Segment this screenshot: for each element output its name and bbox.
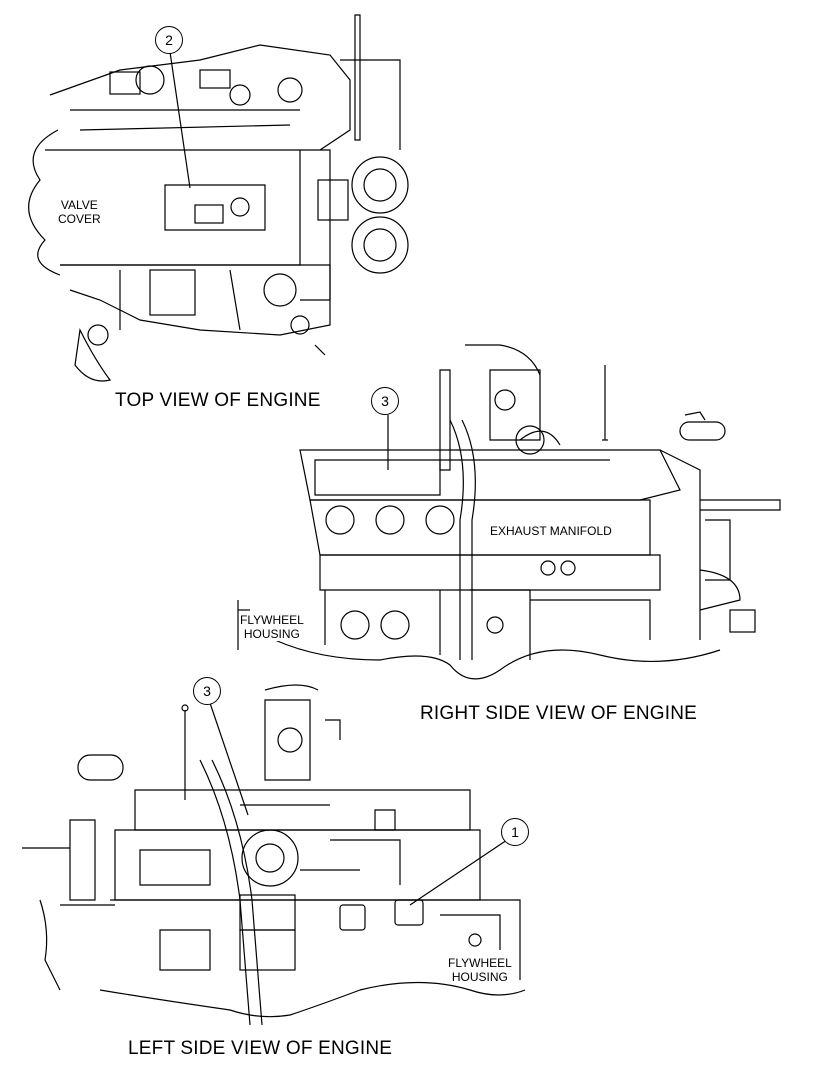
flywheel-housing-right-line-2: HOUSING: [243, 627, 300, 641]
top-view-drawing: [28, 14, 409, 382]
flywheel-housing-left-label: FLYWHEEL HOUSING: [448, 956, 512, 984]
left-view-drawing: [22, 684, 526, 1026]
callout-3-left-leader: [209, 702, 249, 816]
callout-1-leader: [409, 839, 508, 906]
exhaust-manifold-label: EXHAUST MANIFOLD: [488, 524, 614, 538]
valve-cover-line-1: VALVE: [60, 198, 98, 212]
left-view-caption: LEFT SIDE VIEW OF ENGINE: [128, 1038, 393, 1059]
callout-3-left: 3: [193, 677, 221, 705]
flywheel-housing-right-label: FLYWHEEL HOUSING: [240, 613, 304, 641]
callout-1: 1: [501, 818, 529, 846]
right-view-drawing: [237, 344, 781, 680]
top-view-caption: TOP VIEW OF ENGINE: [115, 390, 321, 411]
flywheel-housing-left-line-1: FLYWHEEL: [448, 956, 512, 970]
callout-2: 2: [155, 26, 183, 54]
callout-3-right: 3: [371, 387, 399, 415]
callout-2-leader: [169, 51, 191, 189]
flywheel-housing-left-line-2: HOUSING: [451, 970, 508, 984]
flywheel-housing-right-line-1: FLYWHEEL: [240, 613, 304, 627]
right-view-caption: RIGHT SIDE VIEW OF ENGINE: [420, 703, 698, 724]
valve-cover-label: VALVE COVER: [58, 198, 101, 226]
valve-cover-line-2: COVER: [58, 212, 101, 226]
